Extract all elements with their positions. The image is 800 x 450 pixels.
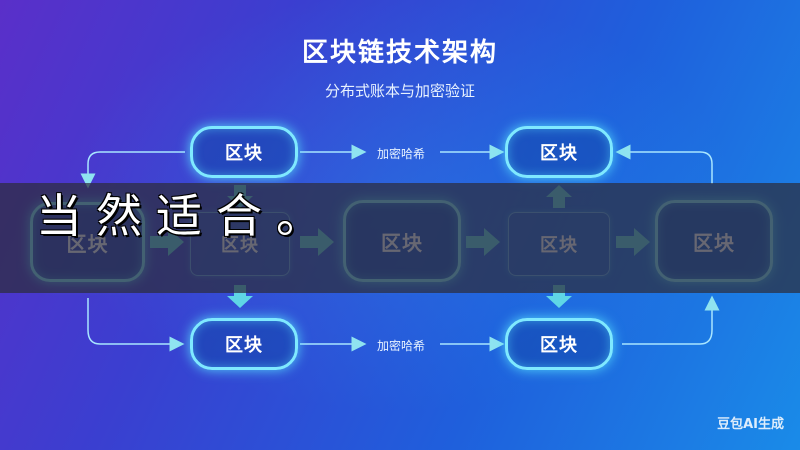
block-node-top-right: 区块 [505,126,613,178]
link-left-top [80,151,185,189]
hash-label-bottom: 加密哈希 [376,339,425,353]
overlay-caption: 当然适合。 [36,189,336,243]
link-right-bottom [622,295,720,345]
block-node-bottom-left: 区块 [190,318,298,370]
link-left-bottom [87,298,185,352]
caption-band [0,183,800,293]
arrow-down-lower-right [546,285,572,308]
hash-label-top: 加密哈希 [376,147,425,161]
block-node-bottom-right: 区块 [505,318,613,370]
arrow-down-lower-left [227,285,253,308]
block-node-top-left: 区块 [190,126,298,178]
watermark: 豆包AI生成 [717,417,784,432]
link-right-top [615,144,713,184]
diagram-title: 区块链技术架构 [301,38,498,68]
diagram-subtitle: 分布式账本与加密验证 [324,82,475,100]
